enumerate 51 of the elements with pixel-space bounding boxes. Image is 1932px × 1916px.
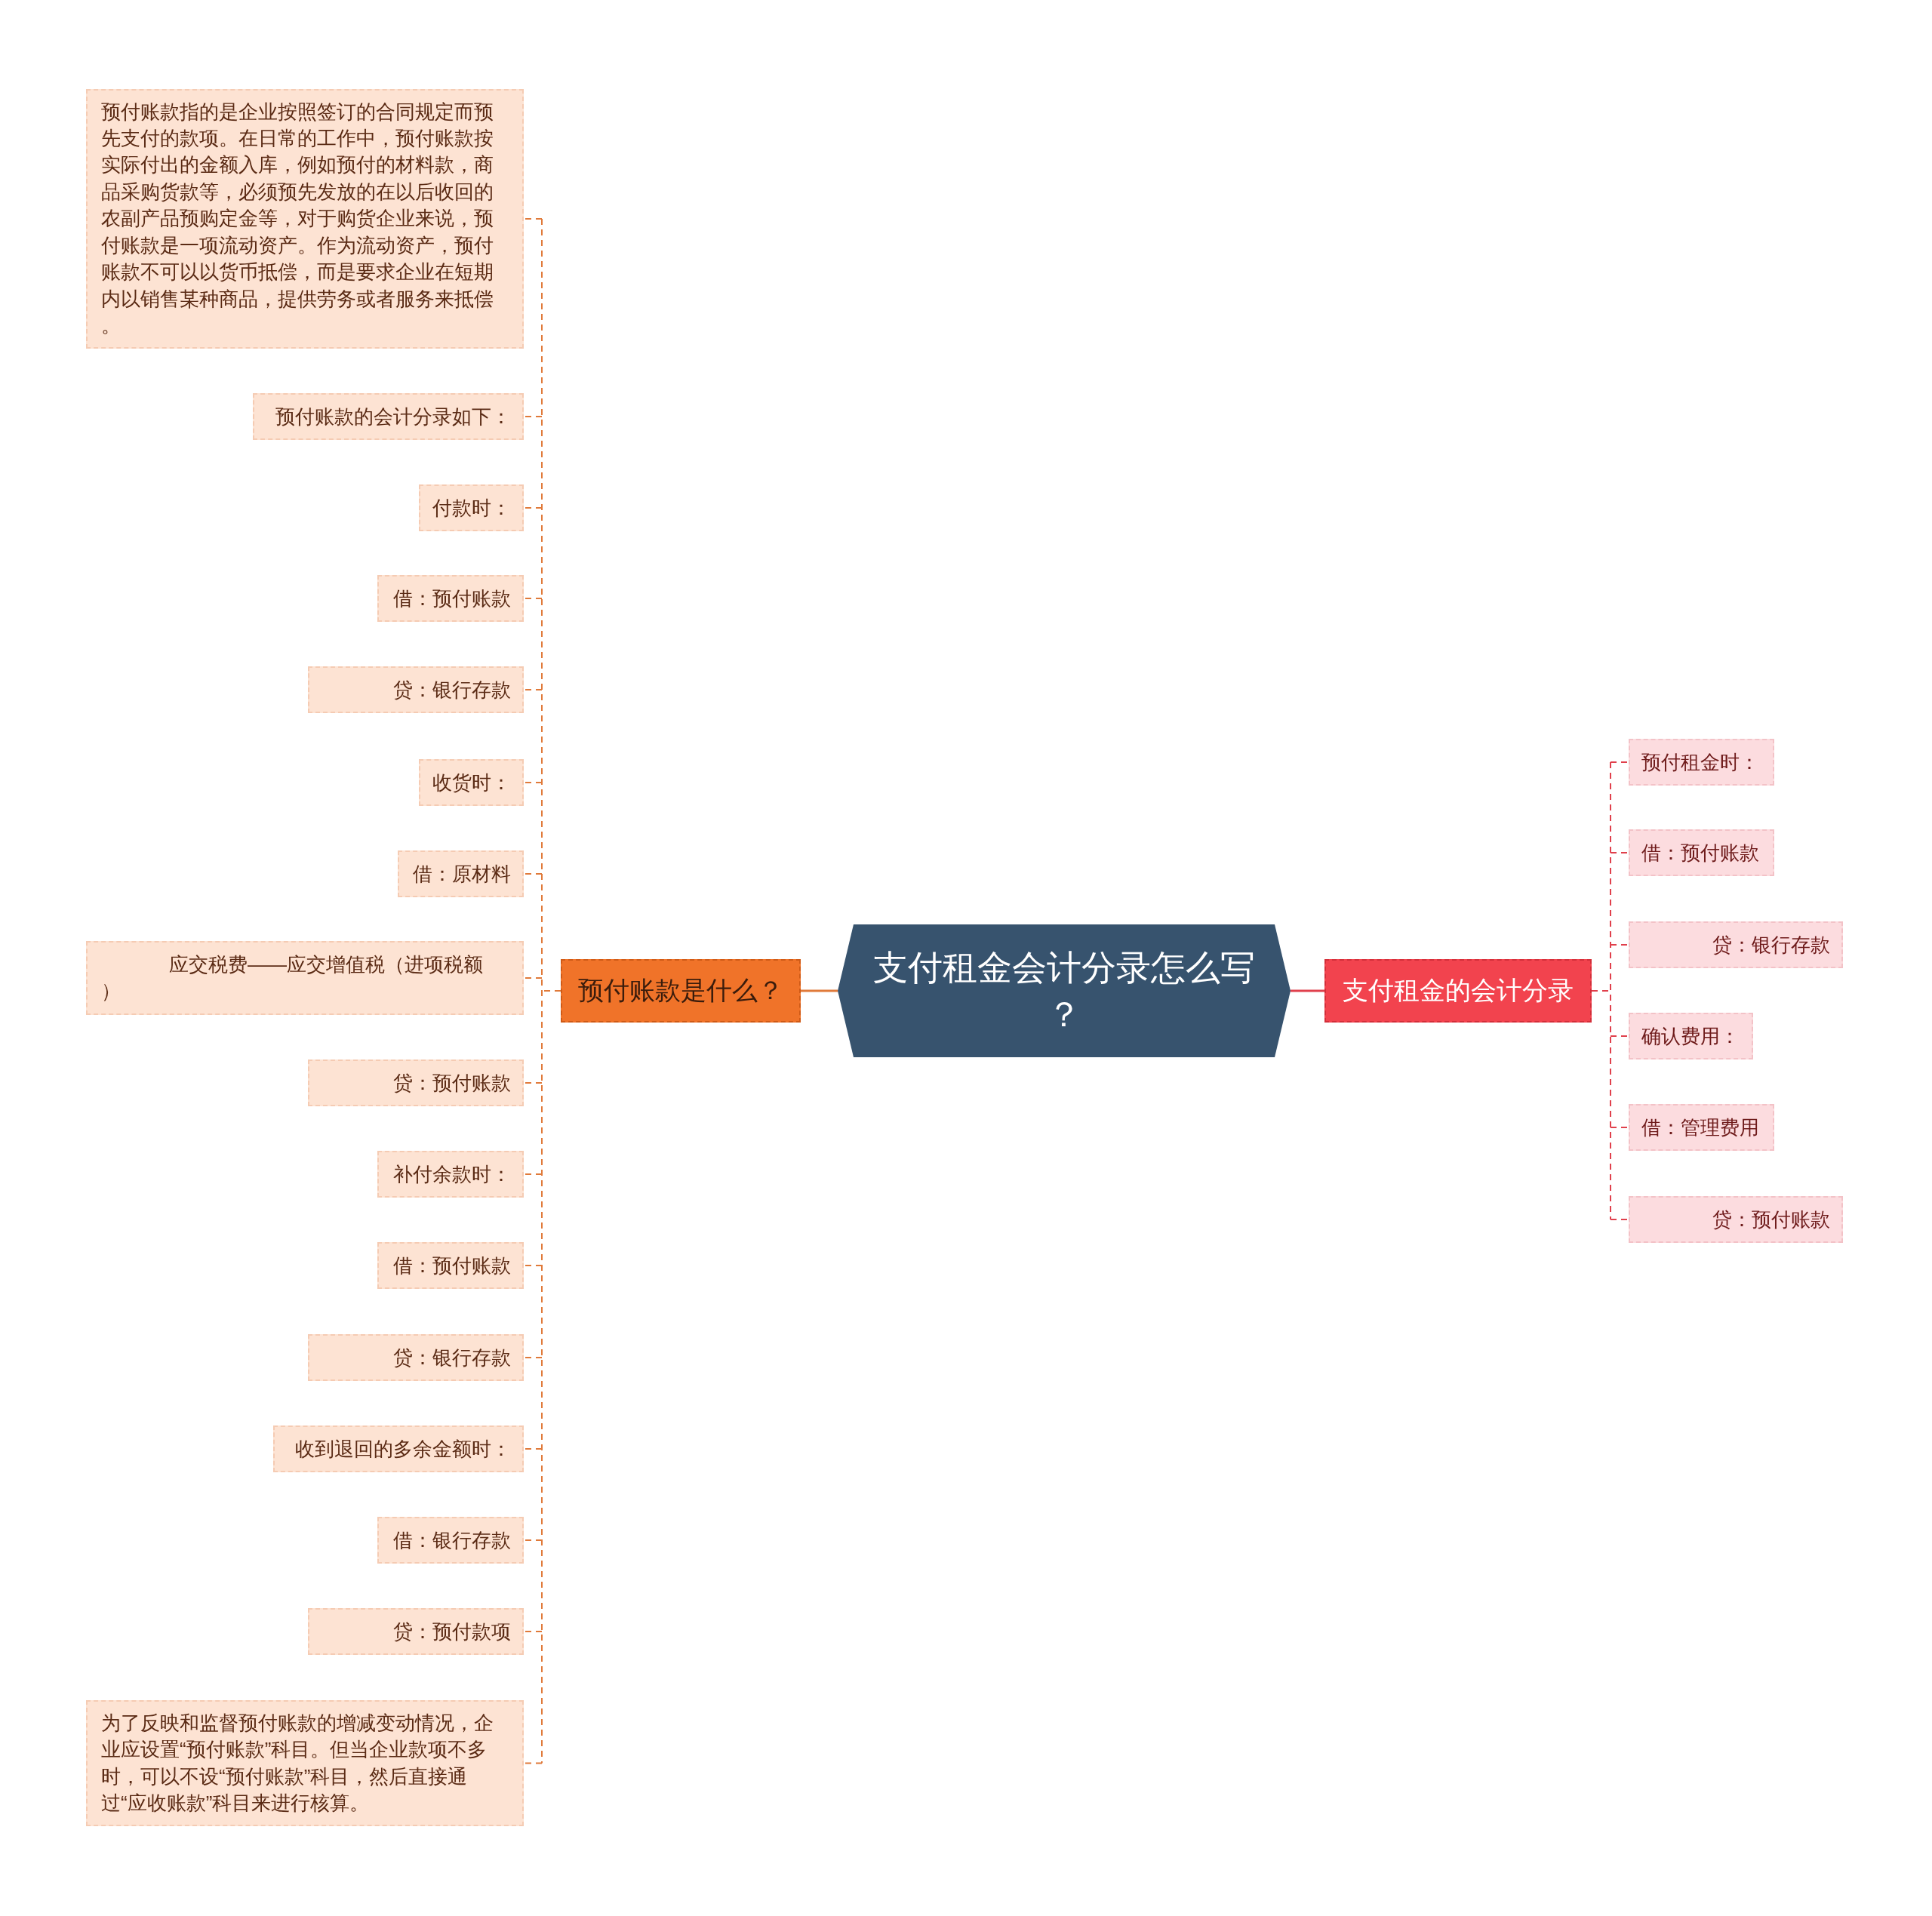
connector-line [523,1082,543,1084]
connector-line [523,1762,543,1764]
note-box: 贷：预付账款 [1629,1196,1843,1243]
note-box: 借：预付账款 [377,575,524,622]
connector-line [1610,944,1629,946]
connector-line [523,1631,543,1632]
note-box: 确认费用： [1629,1013,1753,1059]
note-box: 借：管理费用 [1629,1104,1774,1151]
note-box: 借：预付账款 [1629,829,1774,876]
connector-line [523,1357,543,1358]
connector-line [523,782,543,783]
connector-line [523,507,543,509]
connector-line [523,416,543,417]
connector-line [523,598,543,599]
connector-line [1610,852,1629,853]
note-box: 借：预付账款 [377,1242,524,1289]
connector-line [1610,1219,1629,1220]
note-box: 补付余款时： [377,1151,524,1198]
note-box: 付款时： [419,484,524,531]
connector-line [523,1173,543,1175]
connector-line [523,218,543,220]
note-box: 收到退回的多余金额时： [273,1425,524,1472]
note-box: 应交税费——应交增值税（进项税额） [86,941,524,1015]
note-box: 借：原材料 [398,850,524,897]
connector-line [541,218,561,1764]
note-box: 贷：预付账款 [308,1059,524,1106]
connector-line [523,689,543,690]
note-box: 贷：银行存款 [1629,921,1843,968]
connector-line [1610,1127,1629,1128]
note-box: 预付账款指的是企业按照签订的合同规定而预先支付的款项。在日常的工作中，预付账款按实际付出的金额入库，例如预付的材料款，商品采购货款等，必须预先发放的在以后收回的农副产品预购定金等，对于购货企业来说，预付账款是一项流动资产。作为流动资产，预付账款不可以以货币抵偿，而是要求企业在短期内以销售某种商品，提供劳务或者服务来抵偿。 [86,89,524,349]
note-box: 贷：银行存款 [308,666,524,713]
connector-line [1291,989,1324,992]
connector-line [1610,1035,1629,1037]
connector-line [523,977,543,979]
note-box: 收货时： [419,759,524,806]
note-box: 预付账款的会计分录如下： [253,393,524,440]
connector-line [1610,761,1629,763]
topic-hexagon: 支付租金会计分录怎么写？ [838,924,1291,1057]
note-box: 借：银行存款 [377,1517,524,1564]
connector-line [1591,761,1611,1220]
branch-box: 支付租金的会计分录 [1324,959,1592,1023]
connector-line [523,1448,543,1450]
connector-line [523,1539,543,1541]
connector-line [523,873,543,875]
connector-line [523,1265,543,1266]
note-box: 贷：预付款项 [308,1608,524,1655]
branch-box: 预付账款是什么？ [561,959,801,1023]
note-box: 为了反映和监督预付账款的增减变动情况，企业应设置“预付账款”科目。但当企业款项不多时，可以不设“预付账款”科目，然后直接通过“应收账款”科目来进行核算。 [86,1700,524,1826]
connector-line [801,989,838,992]
note-box: 贷：银行存款 [308,1334,524,1381]
note-box: 预付租金时： [1629,739,1774,786]
